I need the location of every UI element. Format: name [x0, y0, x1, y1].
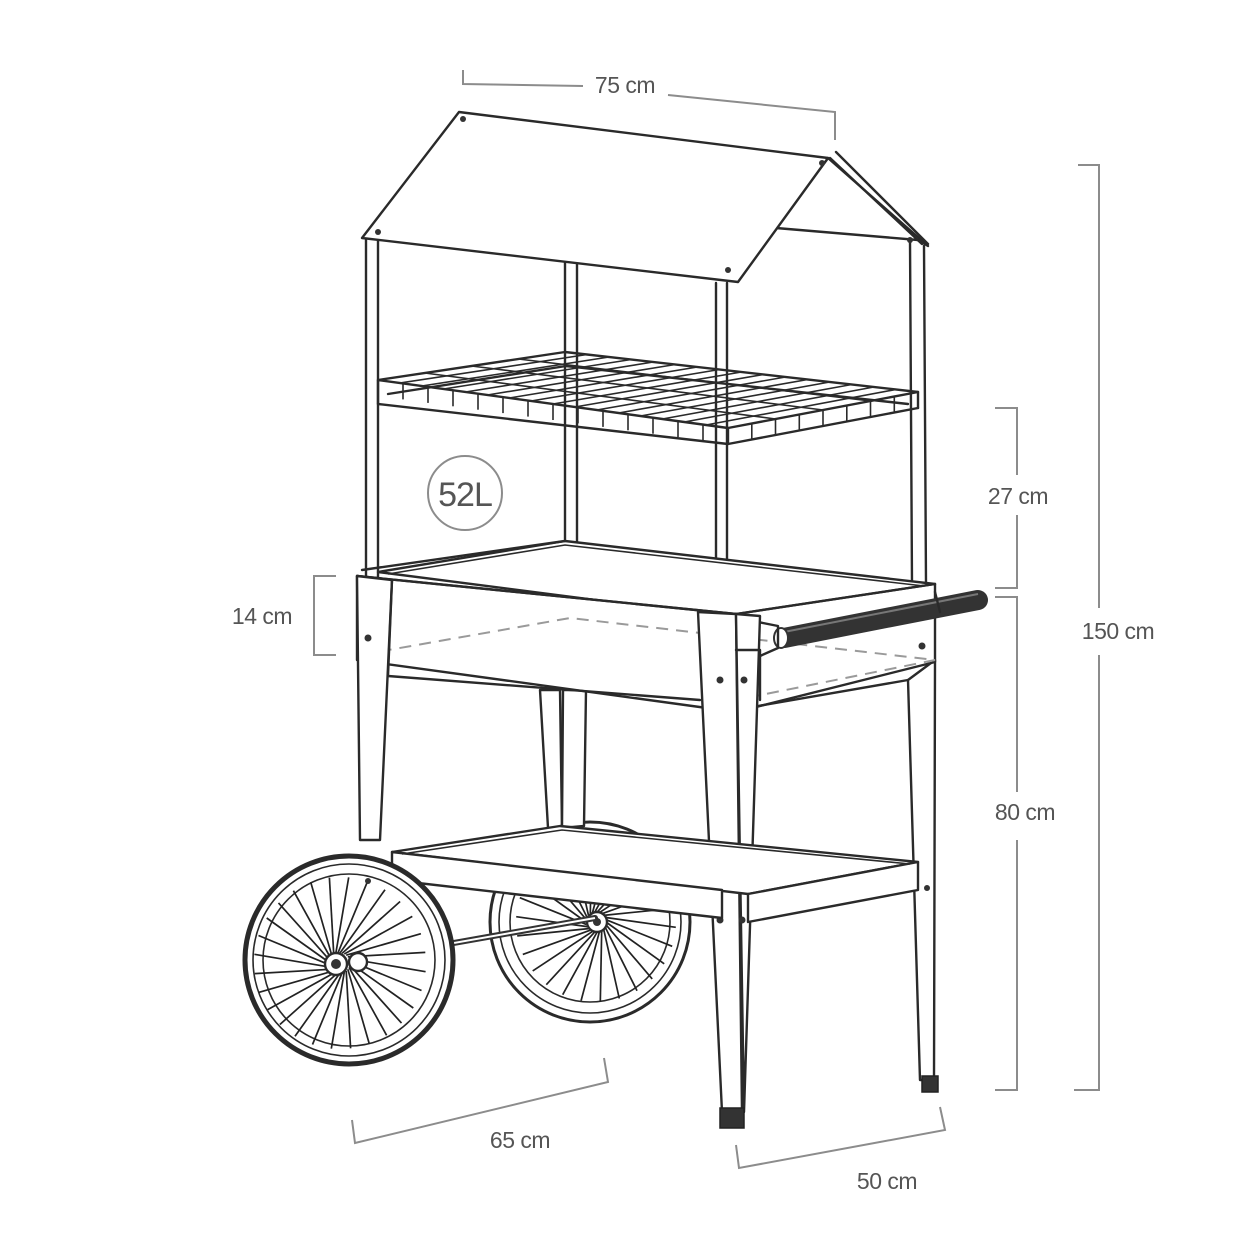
- wheel-spoke: [309, 881, 334, 958]
- rear-legs: [538, 658, 939, 1093]
- wheel-spoke: [545, 931, 596, 986]
- wheel-spoke: [328, 877, 335, 956]
- dimension-overall-height: 150 cm: [1074, 164, 1155, 1091]
- wheel-spoke: [294, 972, 341, 1037]
- dimension-wheel-side-length: 65 cm: [351, 1057, 610, 1153]
- wheel-spoke: [337, 881, 369, 954]
- dim-label-box-depth: 14 cm: [232, 603, 292, 629]
- push-handle: [746, 590, 988, 658]
- dimension-front-depth: 50 cm: [735, 1106, 947, 1194]
- wheel-spoke: [341, 900, 401, 954]
- wheel-spoke: [266, 917, 331, 964]
- bottom-shelf: [390, 824, 930, 924]
- wheel-spoke: [258, 934, 331, 966]
- wheel-spoke: [267, 971, 337, 1011]
- shelf-cross-rod: [471, 365, 824, 411]
- wheel-spoke: [311, 972, 343, 1045]
- wheel-spoke: [599, 930, 603, 1002]
- dimension-shelf-height: 27 cm: [988, 407, 1049, 589]
- dimension-box-depth: 14 cm: [232, 575, 336, 656]
- wheel-spoke: [561, 931, 598, 996]
- capacity-badge: 52L: [427, 455, 503, 531]
- wheel-spoke: [516, 915, 588, 928]
- wheel-spoke: [346, 968, 371, 1045]
- wheel-spoke: [532, 930, 593, 972]
- wheel-spoke: [602, 928, 621, 999]
- wheel-spoke: [277, 902, 331, 962]
- wheel-spoke: [604, 926, 638, 992]
- dimension-top-width: 75 cm: [462, 70, 836, 140]
- dim-label-shelf-height: 27 cm: [988, 483, 1048, 509]
- dim-label-wheel-side-length: 65 cm: [490, 1127, 550, 1153]
- wheel-spoke: [345, 970, 352, 1049]
- dim-label-front-depth: 50 cm: [857, 1168, 917, 1194]
- wheel-spoke: [292, 890, 332, 960]
- wheel-spoke: [605, 921, 665, 965]
- wheel-spoke: [334, 877, 350, 955]
- wheel-spoke: [580, 931, 601, 1001]
- wheel-spoke: [254, 953, 332, 969]
- roof: [360, 110, 930, 284]
- wire-shelf: [376, 350, 920, 446]
- wheel-spoke: [605, 923, 653, 980]
- wheel-spoke: [345, 932, 422, 957]
- shelf-cross-rod: [518, 358, 871, 402]
- dimension-leg-height: 80 cm: [995, 596, 1056, 1091]
- dim-label-top-width: 75 cm: [595, 72, 655, 98]
- shelf-cross-rod: [424, 372, 776, 420]
- wheel-spoke: [604, 916, 676, 929]
- wheel-spoke: [339, 889, 386, 954]
- wheel-spoke: [348, 966, 388, 1036]
- wheel-spoke: [279, 972, 339, 1026]
- dim-label-overall-height: 150 cm: [1082, 618, 1154, 644]
- wheel-spoke: [343, 915, 413, 955]
- wheel-spoke: [258, 969, 335, 994]
- wheel-spoke: [517, 927, 589, 937]
- wheel-spoke: [349, 964, 403, 1024]
- front-wheel: [242, 853, 456, 1067]
- wheel-spoke: [522, 929, 591, 956]
- wheel-spoke: [330, 971, 346, 1049]
- dim-label-leg-height: 80 cm: [995, 799, 1055, 825]
- capacity-badge-label: 52L: [438, 476, 492, 514]
- wheel-spoke: [254, 968, 333, 975]
- wheel-spoke: [605, 918, 673, 948]
